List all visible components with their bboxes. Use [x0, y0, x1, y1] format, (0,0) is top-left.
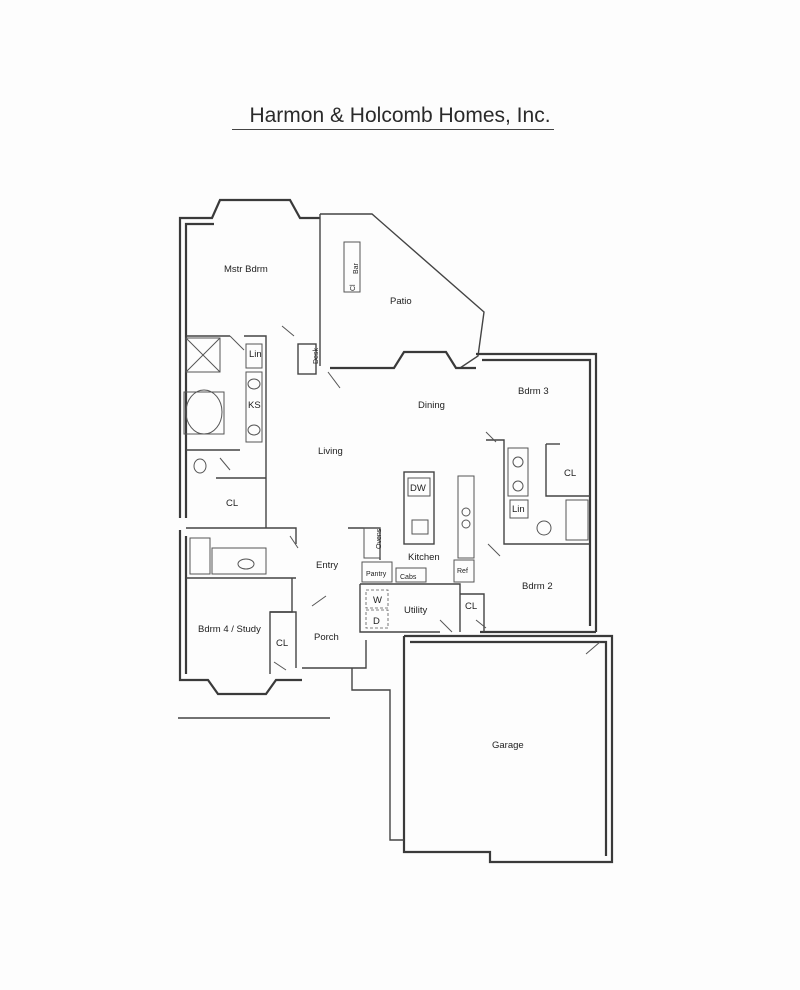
label-dryer: D [373, 616, 380, 627]
label-lin-hall: Lin [512, 504, 525, 515]
room-patio: Patio [390, 296, 412, 307]
label-washer: W [373, 595, 382, 606]
room-living: Living [318, 446, 343, 457]
room-bdrm2: Bdrm 2 [522, 581, 553, 592]
label-lin-master: Lin [249, 349, 262, 360]
label-cl-bdrm2: CL [465, 601, 477, 612]
interior-walls [183, 241, 601, 674]
title-underline [232, 129, 554, 130]
room-garage: Garage [492, 740, 524, 751]
label-dw: DW [410, 483, 426, 494]
room-bdrm4-study: Bdrm 4 / Study [198, 624, 261, 635]
label-cl-bdrm4: CL [276, 638, 288, 649]
label-cl-master: CL [226, 498, 238, 509]
label-ks: KS [248, 400, 261, 411]
label-ref: Ref [457, 568, 468, 575]
room-utility: Utility [404, 605, 427, 616]
label-cabs: Cabs [400, 574, 417, 581]
room-dining: Dining [418, 400, 445, 411]
room-entry: Entry [316, 560, 338, 571]
label-cl-small: Cl [350, 284, 357, 291]
label-ovens: Ovens [376, 528, 383, 549]
exterior-walls [178, 198, 614, 864]
room-mstr-bdrm: Mstr Bdrm [224, 264, 268, 275]
label-bar: Bar [353, 262, 360, 274]
label-pantry: Pantry [366, 571, 387, 578]
page-title: Harmon & Holcomb Homes, Inc. [249, 104, 551, 127]
room-porch: Porch [314, 632, 339, 643]
label-desk: Desk [313, 348, 320, 364]
room-kitchen: Kitchen [408, 552, 440, 563]
room-bdrm3: Bdrm 3 [518, 386, 549, 397]
label-cl-bdrm3: CL [564, 468, 576, 479]
